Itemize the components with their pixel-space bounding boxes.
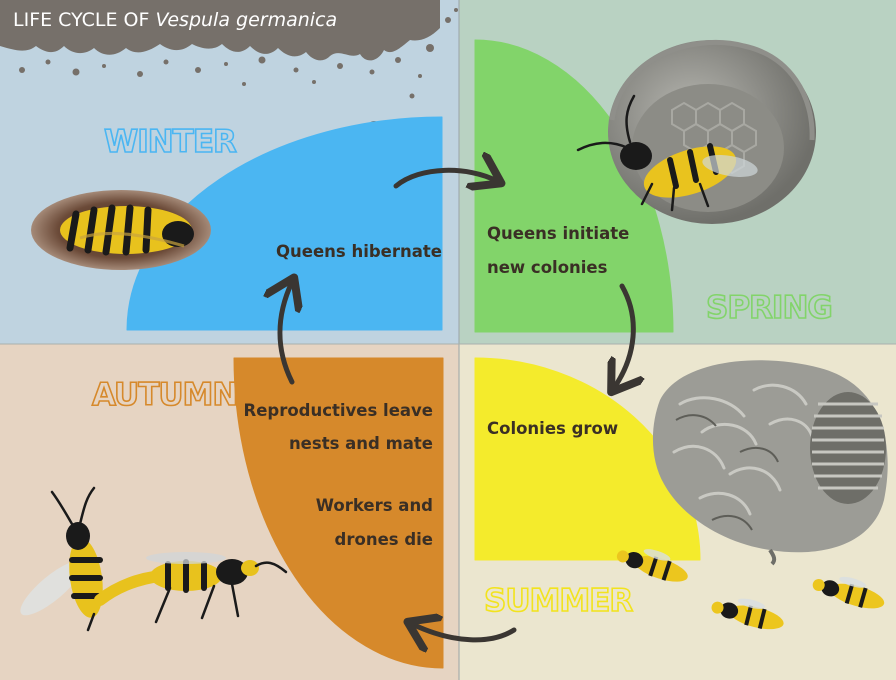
- spring-heading: SPRING: [706, 290, 832, 326]
- title-species: Vespula germanica: [155, 9, 337, 31]
- title-prefix: LIFE CYCLE OF: [13, 9, 155, 31]
- stage-colonies-grow: Colonies grow: [487, 419, 618, 438]
- stage-queens-hibernate: Queens hibernate: [276, 242, 442, 261]
- winter-heading: WINTER: [104, 124, 237, 160]
- hibernating-queen-wasp-illustration: [31, 190, 211, 270]
- stage-queens-initiate-line1: Queens initiate: [487, 224, 629, 243]
- stage-workers-die-line2: drones die: [335, 530, 433, 549]
- stage-workers-die-line1: Workers and: [316, 496, 433, 515]
- stage-queens-initiate-line2: new colonies: [487, 258, 608, 277]
- diagram-title: LIFE CYCLE OF Vespula germanica: [13, 9, 337, 31]
- stage-reproductives-line1: Reproductives leave: [243, 401, 433, 420]
- stage-reproductives-line2: nests and mate: [289, 434, 433, 453]
- autumn-heading: AUTUMN: [92, 377, 237, 413]
- summer-heading: SUMMER: [484, 583, 633, 619]
